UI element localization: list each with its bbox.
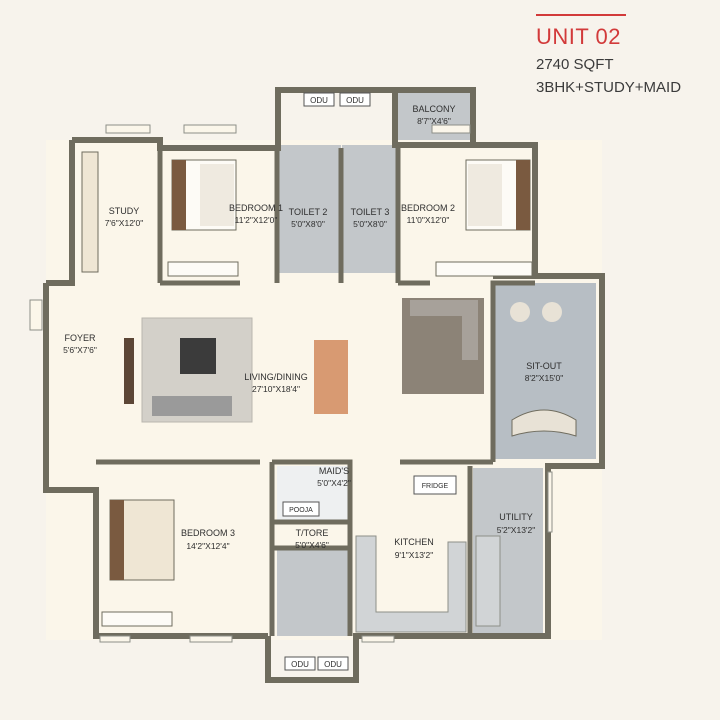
odu-box bbox=[303, 92, 335, 107]
living-dim: 27'10"X18'4" bbox=[252, 384, 300, 394]
balcony-dim: 8'7"X4'6" bbox=[417, 116, 451, 126]
chair-sitout bbox=[542, 302, 562, 322]
bedroom-3-dim: 14'2"X12'4" bbox=[186, 541, 229, 551]
odu-label: ODU bbox=[310, 96, 328, 105]
maids-name: MAID'S bbox=[319, 466, 349, 476]
kitchen-counter bbox=[355, 535, 467, 633]
dining-table bbox=[314, 340, 348, 414]
maids-dim: 5'0"X4'2" bbox=[317, 478, 351, 488]
study-dim: 7'6"X12'0" bbox=[105, 218, 144, 228]
chair-sitout bbox=[510, 302, 530, 322]
odu-label: ODU bbox=[324, 660, 342, 669]
unit-config: 3BHK+STUDY+MAID bbox=[536, 79, 682, 96]
toilet-m-dim: 5'0"X4'6" bbox=[295, 540, 329, 550]
odu-group-bottom: ODU ODU bbox=[284, 656, 349, 671]
sofa-living bbox=[152, 396, 232, 416]
wardrobe-bedroom-1 bbox=[167, 261, 239, 277]
utility-name: UTILITY bbox=[499, 512, 533, 522]
kitchen-dim: 9'1"X13'2" bbox=[395, 550, 434, 560]
pooja-box bbox=[282, 501, 320, 517]
bedroom-3-name: BEDROOM 3 bbox=[181, 528, 235, 538]
foyer-name: FOYER bbox=[64, 333, 96, 343]
tv-unit bbox=[124, 338, 134, 404]
bedroom-2-name: BEDROOM 2 bbox=[401, 203, 455, 213]
toilet-2-dim: 5'0"X8'0" bbox=[291, 219, 325, 229]
balcony-name: BALCONY bbox=[412, 104, 455, 114]
living-name: LIVING/DINING bbox=[244, 372, 308, 382]
foyer-dim: 5'6"X7'6" bbox=[63, 345, 97, 355]
sitout-sofa bbox=[511, 409, 577, 437]
kitchen-name: KITCHEN bbox=[394, 537, 434, 547]
unit-header: UNIT 02 2740 SQFT 3BHK+STUDY+MAID bbox=[536, 14, 706, 96]
bedroom-2-dim: 11'0"X12'0" bbox=[407, 215, 450, 225]
odu-label: ODU bbox=[346, 96, 364, 105]
coffee-table bbox=[180, 338, 216, 374]
odu-box bbox=[317, 656, 349, 671]
odu-box bbox=[284, 656, 316, 671]
bed-bedroom-1 bbox=[171, 159, 237, 231]
toilet-m-floor bbox=[277, 548, 349, 636]
toilet-m-name: T/TORE bbox=[296, 528, 329, 538]
bedroom-1-name: BEDROOM 1 bbox=[229, 203, 283, 213]
odu-group-top: ODU ODU bbox=[303, 92, 371, 107]
unit-title: UNIT 02 bbox=[536, 24, 622, 49]
toilet-3-dim: 5'0"X8'0" bbox=[353, 219, 387, 229]
toilet-2-name: TOILET 2 bbox=[289, 207, 328, 217]
sitout-dim: 8'2"X15'0" bbox=[525, 373, 564, 383]
bed-bedroom-2 bbox=[465, 159, 531, 231]
exterior-walls bbox=[43, 87, 605, 683]
toilet-3-name: TOILET 3 bbox=[351, 207, 390, 217]
utility-dim: 5'2"X13'2" bbox=[497, 525, 536, 535]
study-desk bbox=[81, 151, 99, 273]
sectional-sofa bbox=[410, 300, 478, 360]
odu-label: ODU bbox=[291, 660, 309, 669]
toilet-2-floor bbox=[277, 145, 341, 273]
wardrobe-bedroom-2 bbox=[435, 261, 533, 277]
windows bbox=[29, 124, 553, 643]
study-name: STUDY bbox=[109, 206, 140, 216]
fridge-box bbox=[413, 475, 457, 495]
utility-counter bbox=[475, 535, 501, 627]
interior-walls bbox=[96, 148, 535, 636]
pooja-name: POOJA bbox=[289, 507, 313, 514]
sitout-name: SIT-OUT bbox=[526, 361, 562, 371]
odu-box bbox=[339, 92, 371, 107]
bed-bedroom-3 bbox=[109, 499, 175, 581]
toilet-3-floor bbox=[342, 145, 398, 273]
header-rule bbox=[536, 14, 626, 16]
bedroom-1-dim: 11'2"X12'0" bbox=[235, 215, 278, 225]
unit-area: 2740 SQFT bbox=[536, 56, 614, 73]
room-labels: STUDY 7'6"X12'0" BEDROOM 1 11'2"X12'0" T… bbox=[63, 104, 563, 560]
wardrobe-bedroom-3 bbox=[101, 611, 173, 627]
fridge-label: FRIDGE bbox=[422, 483, 449, 490]
